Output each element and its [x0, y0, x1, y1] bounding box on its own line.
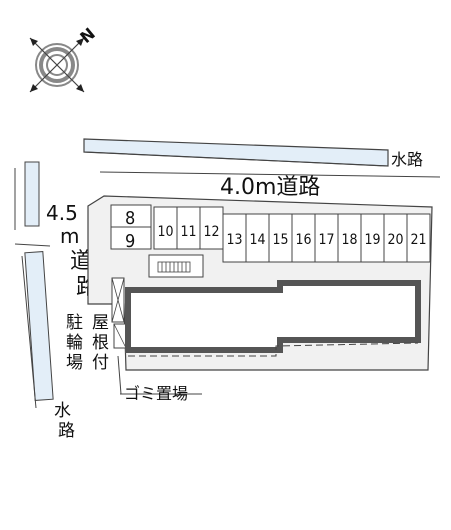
- left-waterway-char1: 水: [54, 401, 71, 421]
- parking-row: 10 11 12 13 14 15 16 17 18 19 20 21: [153, 206, 431, 263]
- parking-space-label-19: 19: [364, 232, 380, 248]
- parking-space-label-21: 21: [410, 232, 426, 248]
- parking-space-label-18: 18: [341, 232, 357, 248]
- parking-space-label-10: 10: [157, 224, 173, 240]
- left-waterway-char2: 路: [58, 421, 75, 441]
- parking-space-label-12: 12: [203, 224, 219, 240]
- side-road-char1: 道: [70, 249, 92, 274]
- parking-space-8: 8: [125, 208, 135, 229]
- utility-box: [148, 254, 204, 278]
- parking-space-label-20: 20: [387, 232, 403, 248]
- side-road-width-label: 4.5: [46, 201, 78, 225]
- parking-space-21: [406, 213, 431, 263]
- compass-rose-icon: [29, 37, 85, 93]
- parking-stack: 8 9: [110, 204, 152, 252]
- bicycle-parking-area: [111, 277, 127, 349]
- parking-space-label-15: 15: [272, 232, 288, 248]
- parking-space-9: 9: [125, 231, 135, 252]
- building: [125, 280, 421, 353]
- bicycle-parking-char3: 場: [66, 353, 83, 373]
- garbage-area-label: ゴミ置場: [124, 384, 188, 403]
- bicycle-parking-char1: 駐: [66, 313, 83, 333]
- parking-space-label-11: 11: [180, 224, 196, 240]
- top-waterway-label: 水路: [391, 150, 423, 169]
- roofed-char2: 根: [92, 333, 109, 353]
- parking-space-label-14: 14: [249, 232, 265, 248]
- top-waterway: [83, 138, 389, 167]
- parking-space-label-13: 13: [226, 232, 242, 248]
- roofed-char3: 付: [92, 353, 109, 373]
- top-road-label: 4.0m道路: [220, 175, 320, 200]
- bicycle-parking-char2: 輪: [66, 333, 83, 353]
- left-waterway: [24, 251, 54, 401]
- parking-space-label-16: 16: [295, 232, 311, 248]
- side-road-unit-label: m: [60, 224, 79, 248]
- left-upper-waterway: [24, 161, 40, 227]
- roofed-char1: 屋: [92, 313, 109, 333]
- parking-space-label-17: 17: [318, 232, 334, 248]
- top-road-edge: [99, 171, 441, 178]
